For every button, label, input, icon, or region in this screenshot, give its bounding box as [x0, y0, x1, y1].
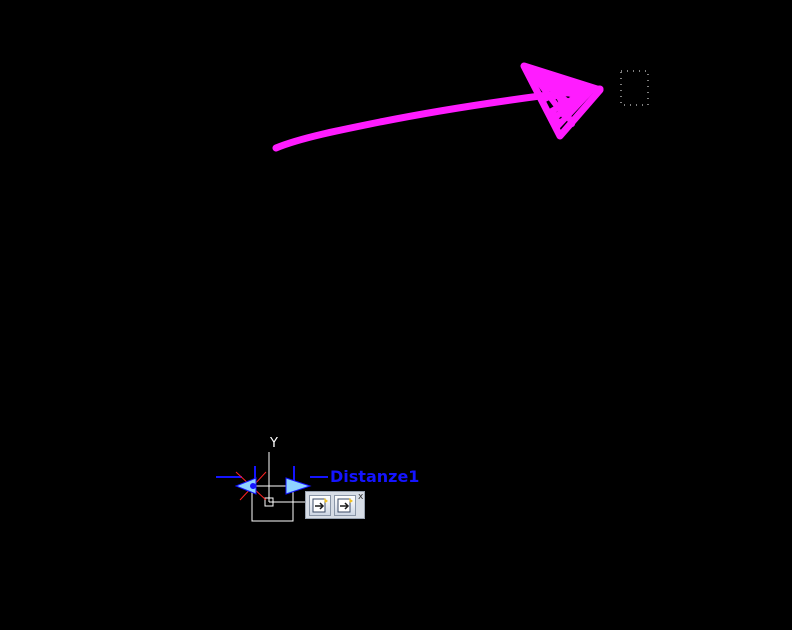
- ucs-y-label: Y: [269, 436, 278, 451]
- grip-edit-button[interactable]: [334, 495, 356, 516]
- grip-edit-icon: [337, 498, 353, 513]
- distance-parameter[interactable]: [216, 466, 328, 486]
- close-icon[interactable]: x: [358, 492, 364, 502]
- base-point-grip[interactable]: [250, 483, 256, 489]
- arrow-shaft: [272, 85, 604, 152]
- right-stretch-grip[interactable]: [285, 477, 312, 495]
- parameter-label[interactable]: Distanze1: [330, 467, 420, 486]
- dotted-selection-box[interactable]: [620, 70, 649, 106]
- grip-insert-icon: [312, 498, 328, 513]
- grip-mini-toolbar: x: [305, 491, 365, 519]
- ucs-icon: [251, 452, 305, 522]
- grip-insert-button[interactable]: [309, 495, 331, 516]
- annotation-arrow: [272, 62, 604, 152]
